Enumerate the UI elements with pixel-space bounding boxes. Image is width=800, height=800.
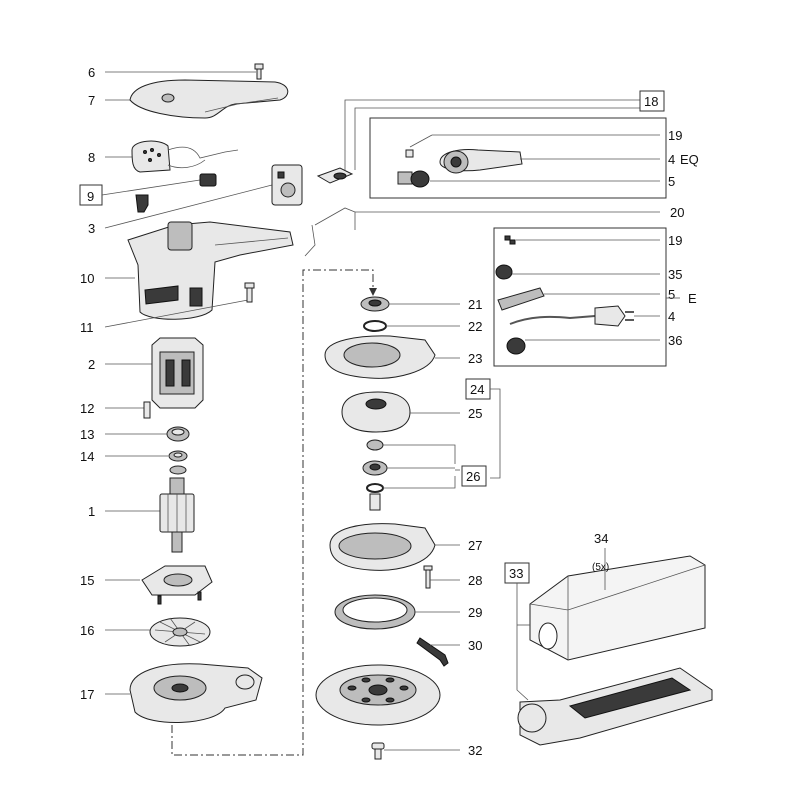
label-12: 12 [80, 401, 94, 416]
label-5-e: 5 [668, 287, 675, 302]
label-33: 33 [509, 566, 523, 581]
part-19-screw-eq [405, 134, 660, 158]
part-23-skirt [324, 335, 460, 379]
part-4-plug-it-socket-eq [439, 149, 660, 174]
label-21: 21 [468, 297, 482, 312]
label-1: 1 [88, 504, 95, 519]
label-23: 23 [468, 351, 482, 366]
part-10-motor-housing [105, 221, 294, 320]
part-16-fan [105, 617, 211, 647]
part-11-screw [104, 282, 255, 328]
part-33-dust-container [504, 562, 713, 746]
label-7: 7 [88, 93, 95, 108]
label-26-box [461, 465, 487, 487]
label-36: 36 [668, 333, 682, 348]
label-27: 27 [468, 538, 482, 553]
part-14-bearing [105, 450, 188, 475]
label-4-eq: 4 [668, 152, 675, 167]
part-15-fan-housing [105, 565, 213, 605]
label-14: 14 [80, 449, 94, 464]
label-eq: EQ [680, 152, 699, 167]
part-35-clamp-e [495, 264, 660, 280]
label-18: 18 [644, 94, 658, 109]
label-4-e: 4 [668, 309, 675, 324]
label-29: 29 [468, 605, 482, 620]
label-e: E [688, 291, 697, 306]
label-10: 10 [80, 271, 94, 286]
part-30-allen-key [416, 637, 460, 667]
e-variant-group [493, 227, 667, 367]
part-4-power-cable-e [509, 305, 660, 327]
part-sanding-pad [315, 664, 441, 726]
part-21-bearing [360, 296, 460, 312]
label-19-e: 19 [668, 233, 682, 248]
guide-arrow [369, 288, 377, 296]
part-13-bearing [105, 426, 190, 442]
label-30: 30 [468, 638, 482, 653]
part-8-electronics-module [105, 140, 239, 173]
label-24: 24 [470, 382, 484, 397]
label-35: 35 [668, 267, 682, 282]
part-9-switch [79, 173, 217, 213]
part-6-screw [105, 63, 264, 80]
part-36-strain-relief-e [506, 337, 660, 355]
label-13: 13 [80, 427, 94, 442]
part-3-speed-control [104, 164, 303, 229]
label-2: 2 [88, 357, 95, 372]
label-11: 11 [80, 320, 94, 335]
label-19-eq: 19 [668, 128, 682, 143]
label-16: 16 [80, 623, 94, 638]
label-18-box [639, 90, 665, 112]
assembly-guide-line [171, 269, 374, 756]
part-26-bearing-stack [362, 439, 460, 511]
label-20: 20 [670, 205, 684, 220]
part-19-screws-e [504, 235, 660, 245]
label-34-qty: (5x) [592, 562, 609, 573]
label-9: 9 [87, 189, 94, 204]
part-25-eccentric [341, 391, 460, 433]
label-3: 3 [88, 221, 95, 236]
label-32: 32 [468, 743, 482, 758]
label-6: 6 [88, 65, 95, 80]
label-28: 28 [468, 573, 482, 588]
label-15: 15 [80, 573, 94, 588]
part-22-ring [363, 320, 460, 332]
label-25: 25 [468, 406, 482, 421]
label-5-eq: 5 [668, 174, 675, 189]
label-26: 26 [466, 469, 480, 484]
part-5-cable-sleeve-eq [397, 170, 660, 188]
part-7-top-cover [105, 79, 289, 119]
part-27-collar [329, 523, 460, 571]
part-32-screw [371, 742, 460, 760]
part-17-base-housing [105, 663, 263, 724]
label-34: 34 [594, 531, 608, 546]
eq-variant-group [369, 117, 667, 199]
label-17: 17 [80, 687, 94, 702]
part-1-armature [105, 477, 195, 553]
label-8: 8 [88, 150, 95, 165]
part-12-screw [105, 401, 151, 419]
label-22: 22 [468, 319, 482, 334]
leader-18 [344, 99, 640, 170]
part-34-filter-bag [529, 548, 706, 661]
part-5-cable-sleeve-e [497, 287, 660, 311]
part-20-cable-clamp [304, 167, 660, 257]
part-29-brake-ring [334, 594, 460, 630]
part-2-stator [105, 337, 204, 409]
part-28-screw [423, 565, 460, 589]
